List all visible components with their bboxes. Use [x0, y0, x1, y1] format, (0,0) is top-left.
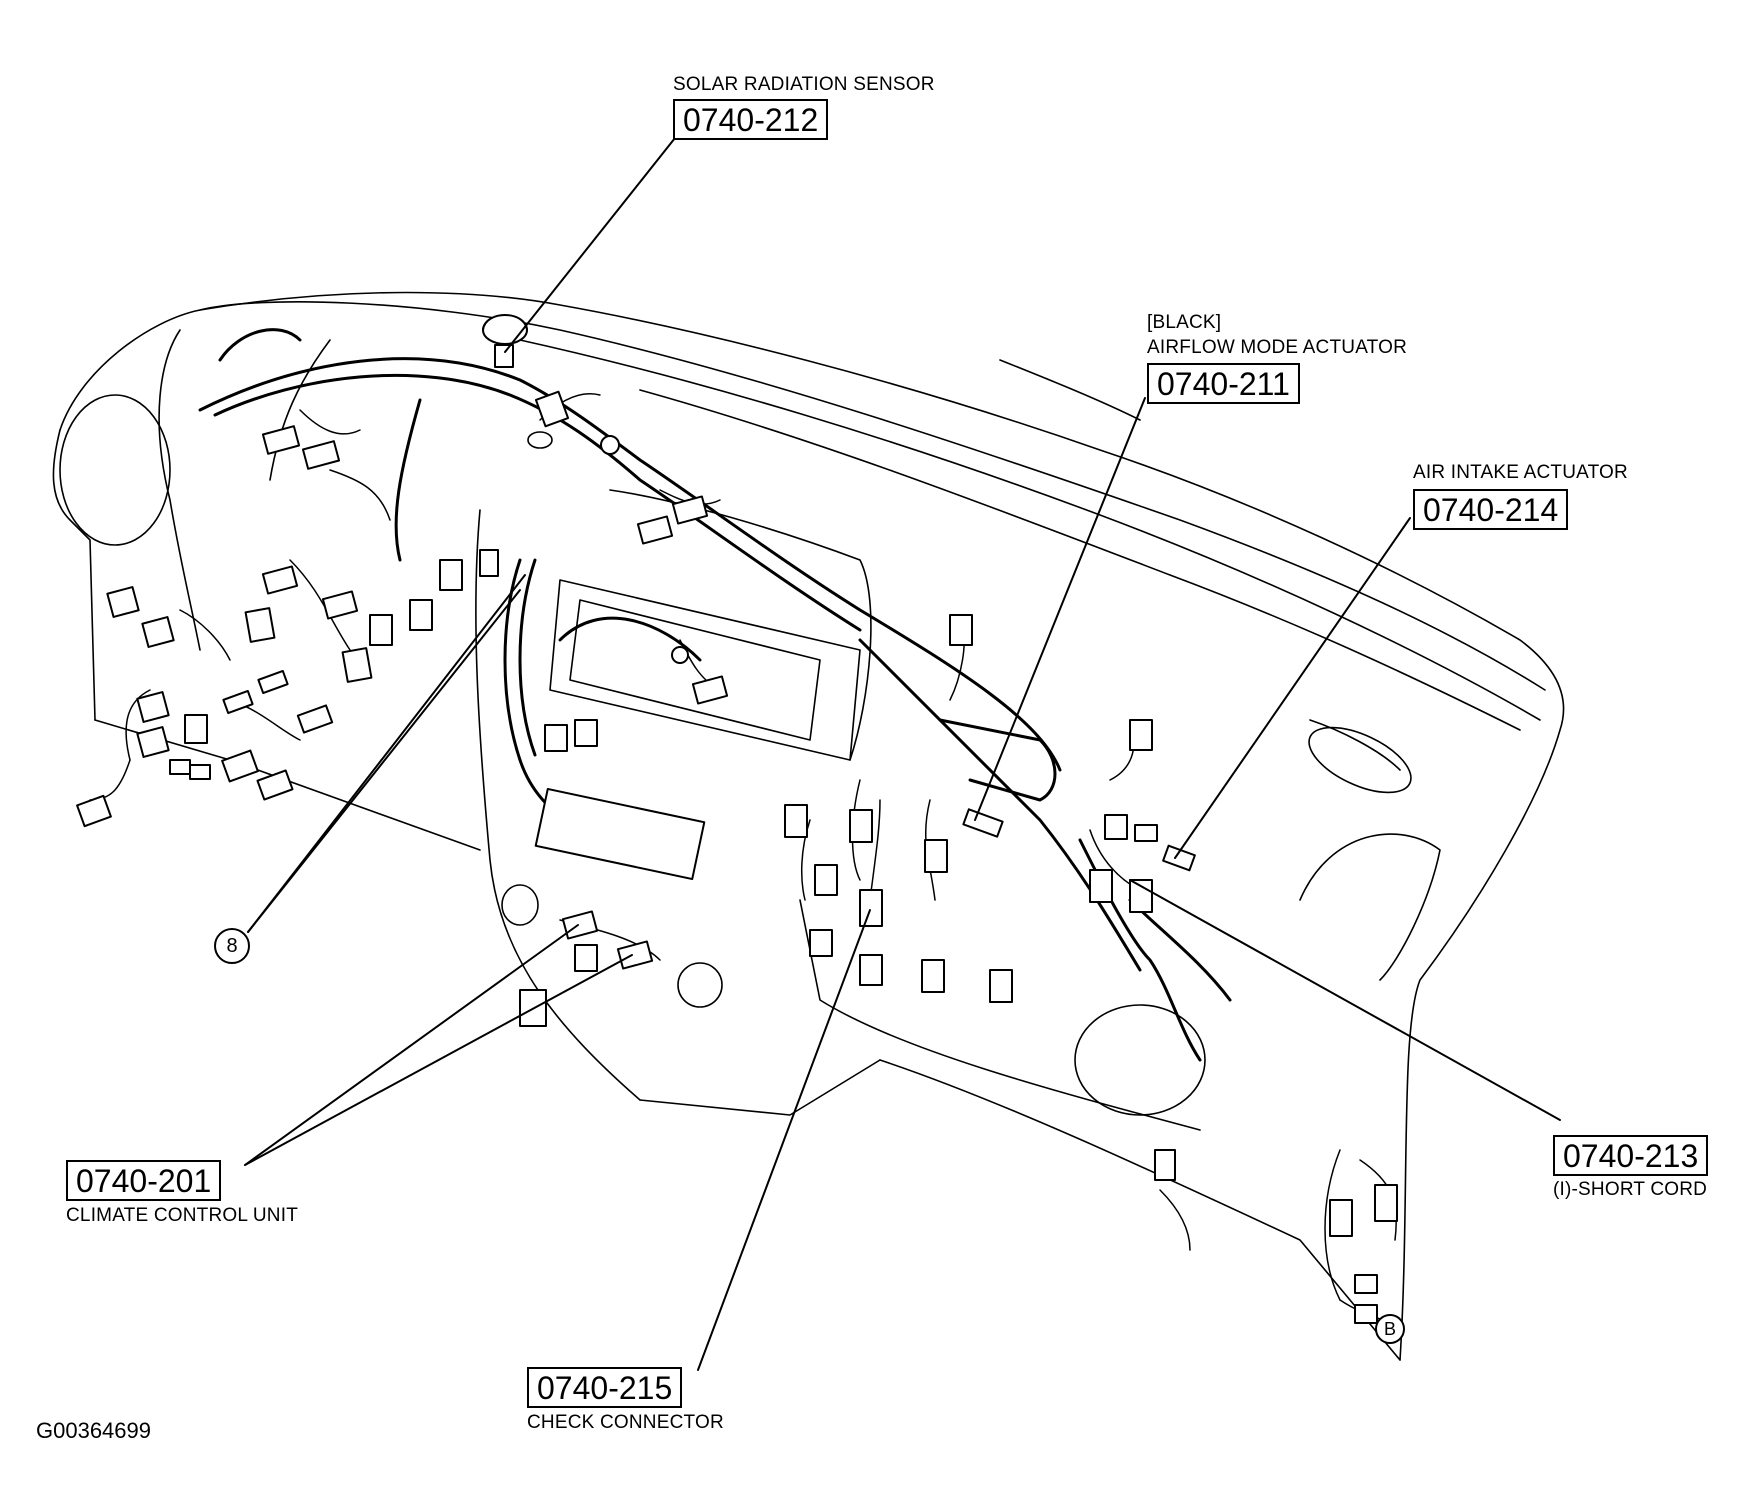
connectors	[76, 390, 1398, 1324]
air-intake-actuator-code: 0740-214	[1413, 489, 1569, 530]
dashboard-outline	[52, 291, 1565, 1361]
airflow-mode-actuator-label: AIRFLOW MODE ACTUATOR	[1147, 337, 1408, 358]
climate-control-unit-label: CLIMATE CONTROL UNIT	[66, 1205, 299, 1226]
solar-radiation-sensor-label: SOLAR RADIATION SENSOR	[673, 74, 935, 95]
airflow-mode-actuator-note: [BLACK]	[1147, 312, 1222, 333]
figure-id: G00364699	[36, 1418, 151, 1443]
ground-marker-b: B	[1375, 1314, 1405, 1344]
air-intake-actuator-label: AIR INTAKE ACTUATOR	[1413, 462, 1628, 483]
climate-control-unit-code: 0740-201	[66, 1160, 222, 1201]
ground-marker-8: 8	[214, 928, 250, 964]
leader-lines	[244, 137, 1561, 1371]
airflow-mode-actuator-code: 0740-211	[1147, 363, 1300, 404]
check-connector-label: CHECK CONNECTOR	[527, 1412, 724, 1433]
short-cord-code: 0740-213	[1553, 1135, 1709, 1176]
solar-sensor-dome	[482, 314, 689, 664]
check-connector-code: 0740-215	[527, 1367, 683, 1408]
short-cord-label: (I)-SHORT CORD	[1553, 1179, 1708, 1200]
solar-radiation-sensor-code: 0740-212	[673, 99, 829, 140]
